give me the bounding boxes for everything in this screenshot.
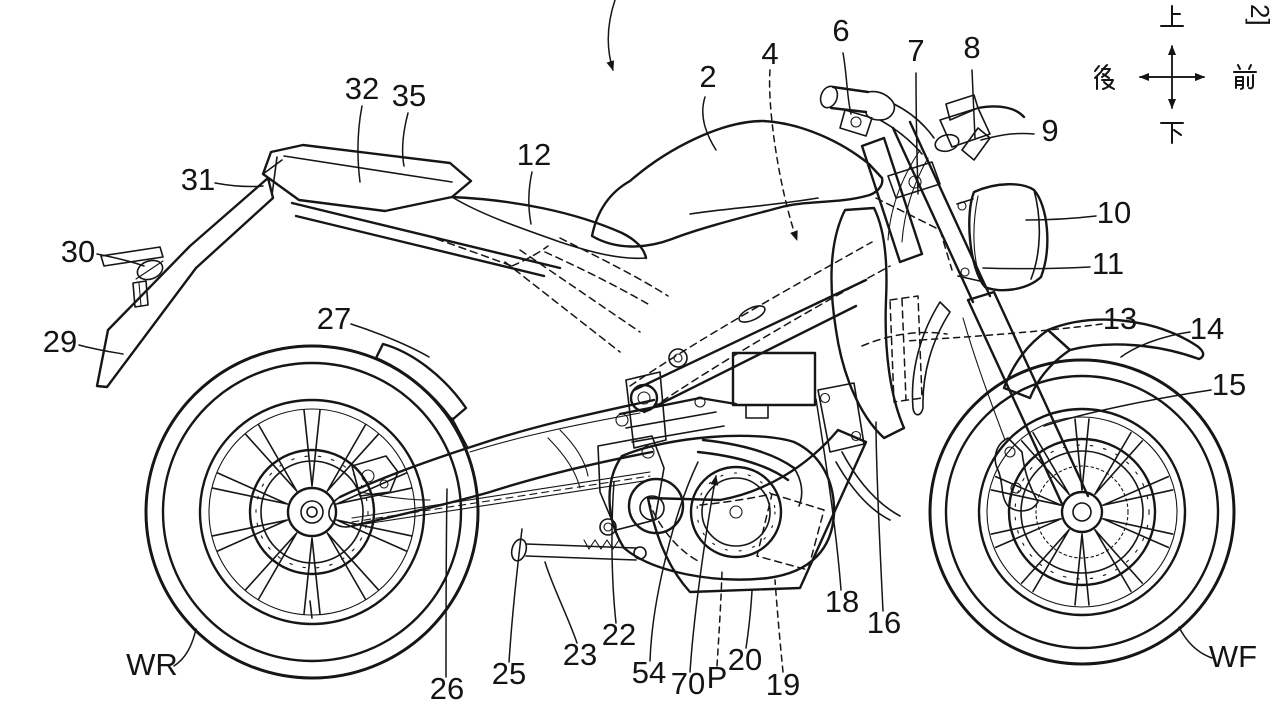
kanji-rear [1095, 65, 1114, 89]
front-brake-disc [1009, 439, 1155, 585]
part-label-WR: WR [126, 647, 178, 682]
part-label-7: 7 [907, 33, 924, 68]
leader-25 [509, 529, 522, 662]
part-label-15: 15 [1212, 367, 1246, 402]
part-label-35: 35 [392, 78, 426, 113]
part-label-2: 2 [699, 59, 716, 94]
engine-group [548, 353, 900, 580]
part-label-27: 27 [317, 301, 351, 336]
front-hub [1062, 492, 1102, 532]
tail-cowl [263, 145, 471, 211]
switch-housing [866, 92, 894, 120]
figure-tag: 2] [1245, 0, 1275, 26]
rear-hugger [376, 344, 466, 420]
cylinder-head [620, 398, 736, 414]
orientation-compass [1095, 0, 1256, 143]
leader-P [717, 572, 722, 666]
part-label-9: 9 [1041, 113, 1058, 148]
leader-11 [983, 267, 1090, 269]
swingarm-lower-edge [352, 452, 652, 526]
leader-6 [843, 53, 851, 114]
part-label-10: 10 [1097, 195, 1131, 230]
stand-spring [584, 540, 619, 549]
part-label-13: 13 [1103, 301, 1137, 336]
leader-16 [876, 422, 883, 611]
leader-2 [703, 97, 716, 150]
leader-29 [79, 345, 123, 354]
part-label-25: 25 [492, 656, 526, 691]
kanji-front [1234, 65, 1256, 89]
leader-12 [529, 172, 532, 224]
part-label-20: 20 [728, 642, 762, 677]
part-label-30: 30 [61, 234, 95, 269]
leader-23 [545, 562, 577, 643]
part-label-14: 14 [1190, 311, 1224, 346]
part-label-16: 16 [867, 605, 901, 640]
part-label-4: 4 [761, 36, 778, 71]
leader-22 [612, 482, 616, 623]
rear-wheel-spokes [213, 410, 412, 614]
part-label-23: 23 [563, 637, 597, 672]
part-label-WF: WF [1209, 639, 1257, 674]
leader-arrow [608, 0, 615, 70]
cables [888, 150, 928, 242]
leader-4 [770, 70, 797, 240]
part-label-26: 26 [430, 671, 464, 706]
seat-rail [292, 203, 560, 276]
part-label-70: 70 [671, 666, 705, 701]
part-label-32: 32 [345, 71, 379, 106]
kanji-up [1161, 6, 1183, 26]
tank-group [545, 121, 952, 438]
part-label-8: 8 [963, 30, 980, 65]
rear-wheel [146, 346, 478, 678]
part-label-P: P [707, 660, 728, 695]
leader-27 [351, 324, 429, 357]
part-label-11: 11 [1092, 246, 1124, 281]
leader-54 [650, 462, 698, 661]
leader-18 [816, 399, 841, 590]
kanji-down [1161, 123, 1183, 143]
front-end [818, 84, 1203, 511]
side-stand-bar [526, 544, 636, 560]
leader-31 [215, 183, 263, 187]
part-label-19: 19 [766, 667, 800, 702]
headlight-lens [1031, 190, 1039, 279]
leader-20 [746, 591, 752, 648]
leader-8 [972, 70, 975, 138]
rear-brake-disc [250, 450, 374, 574]
bar-clamp [840, 110, 872, 136]
part-label-12: 12 [517, 137, 551, 172]
wiring [548, 430, 588, 488]
brake-lever [978, 106, 1024, 117]
leader-32 [358, 106, 362, 182]
top-clamp [888, 162, 940, 198]
leader-19 [775, 580, 783, 672]
rear-bodywork [97, 145, 646, 448]
front-wheel [930, 360, 1234, 664]
part-label-31: 31 [181, 162, 215, 197]
part-label-54: 54 [632, 655, 666, 690]
part-label-29: 29 [43, 324, 77, 359]
key-cylinder [962, 128, 990, 160]
part-label-22: 22 [602, 617, 636, 652]
part-label-18: 18 [825, 584, 859, 619]
front-wheel-spokes [991, 419, 1172, 605]
leader-26 [446, 489, 447, 677]
swingarm-group [329, 400, 664, 562]
part-label-6: 6 [832, 13, 849, 48]
rear-mudguard-blade [97, 178, 273, 387]
leader-WF [1179, 627, 1212, 658]
figure-tag-suffix: 2] [1245, 4, 1275, 26]
leader-10 [1026, 216, 1096, 220]
